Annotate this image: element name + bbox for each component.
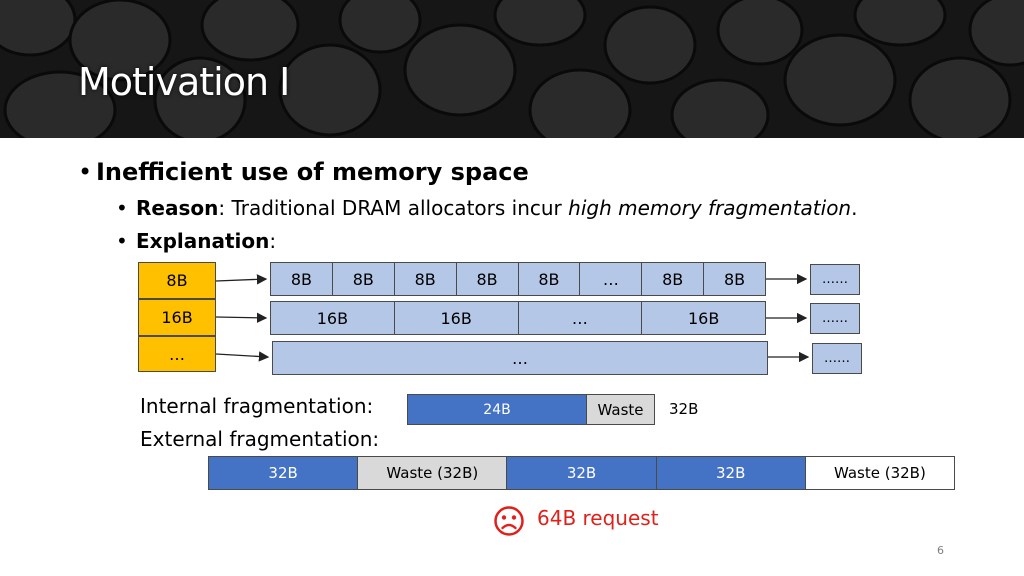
size-class-more: … bbox=[138, 336, 216, 372]
slab-row-16b: 16B 16B … 16B bbox=[270, 301, 766, 335]
size-class-8b: 8B bbox=[138, 262, 216, 299]
arrow-more-to-row bbox=[215, 351, 270, 362]
slab-cell: 8B bbox=[519, 263, 581, 295]
size-class-16b: 16B bbox=[138, 299, 216, 336]
reason-text: : Traditional DRAM allocators incur bbox=[218, 196, 569, 220]
explanation-label: Explanation bbox=[136, 229, 270, 253]
slab-cell: … bbox=[580, 263, 643, 295]
reason-end: . bbox=[851, 196, 858, 220]
header-banner: Motivation I bbox=[0, 0, 1024, 138]
slab-cell: 8B bbox=[723, 269, 746, 289]
waste-segment: Waste (32B) bbox=[358, 457, 508, 489]
internal-fragmentation-label: Internal fragmentation: bbox=[140, 394, 374, 418]
bullet-explanation: • Explanation: bbox=[116, 229, 276, 253]
allocated-segment: 32B bbox=[209, 457, 359, 489]
arrow-8b-to-row bbox=[215, 274, 268, 285]
sad-face-icon bbox=[494, 506, 524, 536]
explanation-colon: : bbox=[269, 229, 277, 253]
internal-total-size: 32B bbox=[669, 400, 699, 418]
slab-cell: 8B bbox=[642, 263, 705, 295]
slab-row-16b-tail: …… bbox=[810, 303, 860, 334]
slab-row-8b-tail: …… bbox=[810, 264, 860, 295]
slab-row-more-tail: …… bbox=[812, 343, 862, 374]
slab-cell: 16B bbox=[395, 302, 519, 334]
waste-segment: Waste bbox=[587, 395, 654, 424]
waste-segment: Waste (32B) bbox=[805, 457, 955, 489]
slab-cell: 8B bbox=[271, 263, 333, 295]
used-segment: 24B bbox=[408, 395, 587, 424]
slab-cell: 8B bbox=[457, 263, 519, 295]
slab-cell: 16B bbox=[687, 308, 720, 328]
slab-cell: … bbox=[519, 302, 643, 334]
slide-title: Motivation I bbox=[78, 60, 290, 104]
allocated-segment: 32B bbox=[656, 457, 806, 489]
bullet-dot: • bbox=[116, 196, 128, 220]
header-background-pattern bbox=[0, 0, 1024, 138]
page-number: 6 bbox=[937, 544, 944, 557]
bullet-dot: • bbox=[78, 158, 93, 186]
slab-row-more: … bbox=[272, 341, 768, 375]
arrow-16b-to-row bbox=[215, 312, 268, 324]
reason-label: Reason bbox=[136, 196, 219, 220]
request-text: 64B request bbox=[537, 506, 659, 530]
slab-cell: 8B bbox=[395, 263, 457, 295]
slab-cell: 16B bbox=[271, 302, 395, 334]
slab-cell: … bbox=[512, 348, 528, 368]
slab-cell: 8B bbox=[333, 263, 395, 295]
slab-row-8b: 8B 8B 8B 8B 8B … 8B 8B bbox=[270, 262, 766, 296]
bullet-main-text: Inefficient use of memory space bbox=[96, 158, 529, 186]
allocated-segment: 32B bbox=[507, 457, 657, 489]
internal-fragmentation-block: 24B Waste bbox=[407, 394, 655, 425]
bullet-dot: • bbox=[116, 229, 128, 253]
bullet-reason: • Reason: Traditional DRAM allocators inc… bbox=[116, 196, 857, 220]
external-fragmentation-block: 32B Waste (32B) 32B 32B Waste (32B) bbox=[208, 456, 955, 490]
bullet-main: •Inefficient use of memory space bbox=[78, 158, 529, 186]
external-fragmentation-label: External fragmentation: bbox=[140, 427, 380, 451]
reason-emphasis: high memory fragmentation bbox=[568, 196, 852, 220]
